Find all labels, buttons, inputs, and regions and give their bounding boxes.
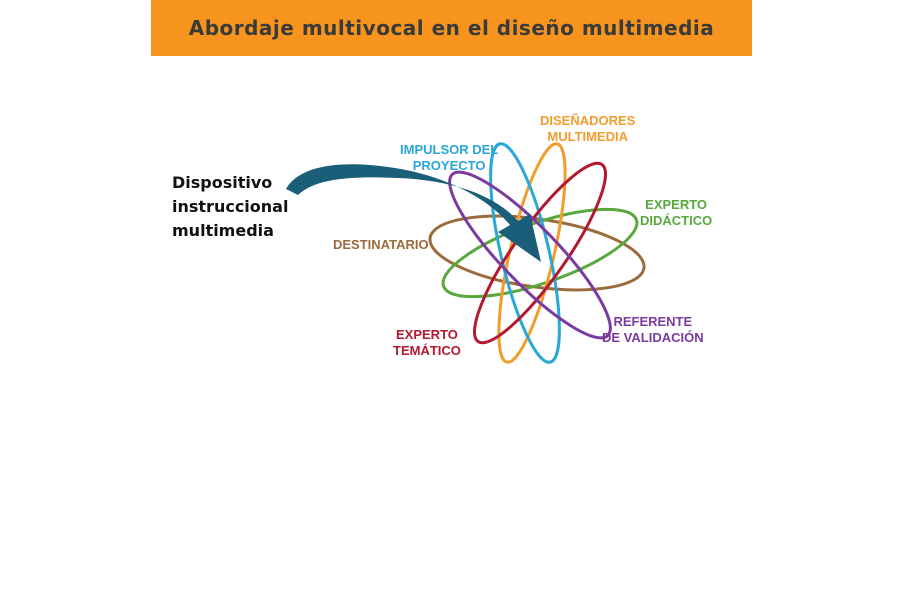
- label-destinatario: DESTINATARIO: [333, 237, 429, 253]
- label-line: REFERENTE: [613, 314, 693, 329]
- label-experto-tematico: EXPERTO TEMÁTICO: [393, 327, 461, 359]
- ellipse-impulsor-del-proyecto: [489, 142, 561, 364]
- title-banner: Abordaje multivocal en el diseño multime…: [151, 0, 752, 56]
- curved-arrow: [286, 164, 541, 262]
- label-line: TEMÁTICO: [393, 343, 461, 358]
- label-line: EXPERTO: [396, 327, 458, 342]
- device-label-line: Dispositivo: [172, 173, 273, 192]
- label-line: DISEÑADORES: [540, 113, 636, 128]
- device-label: Dispositivo instruccional multimedia: [172, 171, 312, 243]
- label-line: EXPERTO: [645, 197, 708, 212]
- label-line: MULTIMEDIA: [547, 129, 628, 144]
- label-disenadores-multimedia: DISEÑADORES MULTIMEDIA: [540, 113, 635, 145]
- label-line: DE VALIDACIÓN: [602, 330, 704, 345]
- label-experto-didactico: EXPERTO DIDÁCTICO: [640, 197, 712, 229]
- device-label-line: multimedia: [172, 221, 274, 240]
- label-line: DESTINATARIO: [333, 237, 429, 252]
- label-line: IMPULSOR DEL: [400, 142, 499, 157]
- page-title: Abordaje multivocal en el diseño multime…: [188, 16, 715, 40]
- label-line: DIDÁCTICO: [640, 213, 713, 228]
- diagram-panel: [151, 106, 752, 368]
- label-line: PROYECTO: [412, 158, 486, 173]
- device-label-line: instruccional: [172, 197, 289, 216]
- label-impulsor-del-proyecto: IMPULSOR DEL PROYECTO: [400, 142, 498, 174]
- ellipse-referente-de-validacion: [448, 170, 612, 340]
- label-referente-de-validacion: REFERENTE DE VALIDACIÓN: [602, 314, 704, 346]
